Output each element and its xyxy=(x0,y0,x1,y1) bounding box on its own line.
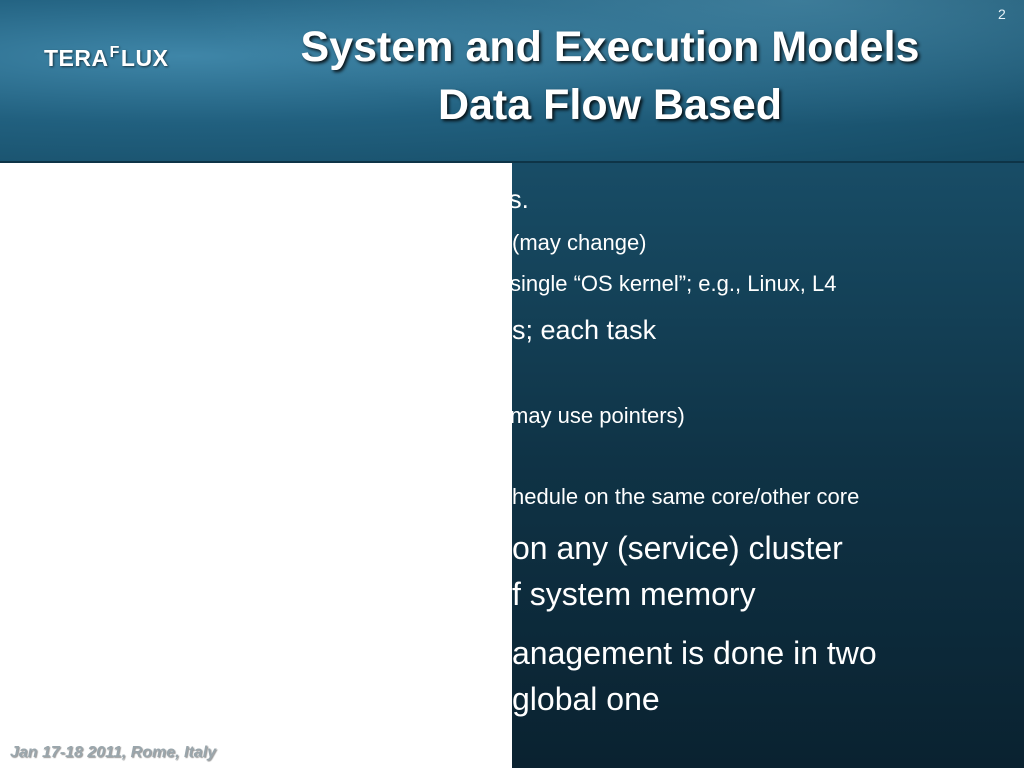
header-glow xyxy=(0,0,1024,161)
slide-number: 2 xyxy=(998,6,1006,22)
body-line-4: s; each task xyxy=(512,315,657,345)
body-line-5: may use pointers) xyxy=(510,403,685,428)
body-line-10: global one xyxy=(512,681,660,717)
body-line-1: rs. xyxy=(500,184,529,214)
logo-superscript: F xyxy=(109,44,120,61)
body-line-3: single “OS kernel”; e.g., Linux, L4 xyxy=(510,271,837,296)
title-line-1: System and Execution Models xyxy=(300,23,920,71)
slide-title: System and Execution Models Data Flow Ba… xyxy=(200,18,1020,134)
logo-part2: LUX xyxy=(120,45,169,71)
body-line-2: (may change) xyxy=(512,230,647,255)
body-line-6: hedule on the same core/other core xyxy=(512,484,860,509)
body-line-8: f system memory xyxy=(512,576,756,612)
slide-header: TERAFLUX System and Execution Models Dat… xyxy=(0,0,1024,163)
logo-part1: TERA xyxy=(44,45,109,71)
body-line-7: on any (service) cluster xyxy=(512,530,843,566)
body-line-9: anagement is done in two xyxy=(512,635,877,671)
teraflux-logo: TERAFLUX xyxy=(44,44,169,72)
white-occlusion-panel xyxy=(0,163,512,768)
title-line-2: Data Flow Based xyxy=(437,81,783,129)
footer-event-date: Jan 17-18 2011, Rome, Italy xyxy=(10,744,217,761)
